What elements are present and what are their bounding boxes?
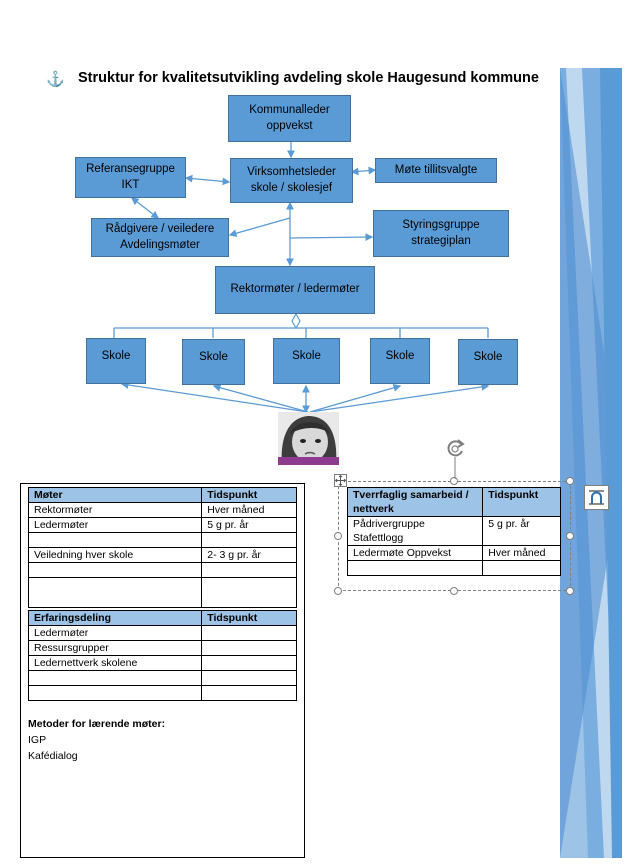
box-skole[interactable]: Skole: [86, 338, 146, 384]
anchor-icon[interactable]: ⚓: [46, 71, 65, 88]
rotate-handle-icon[interactable]: [443, 437, 467, 481]
box-skole[interactable]: Skole: [458, 339, 518, 385]
resize-handle[interactable]: [450, 477, 458, 485]
table-cell[interactable]: [27, 562, 203, 578]
column-header: Tidspunkt: [201, 610, 297, 626]
methods-block: Metoder for lærende møter: IGP Kafédialo…: [28, 716, 165, 764]
table-cell[interactable]: [201, 640, 297, 656]
table-cell[interactable]: [201, 577, 297, 608]
table-move-icon[interactable]: [334, 474, 347, 487]
box-kommunalleder[interactable]: Kommunalleder oppvekst: [228, 95, 351, 142]
table-cell[interactable]: [346, 560, 484, 576]
table-cell[interactable]: Ledermøter: [27, 517, 203, 533]
box-radgivere[interactable]: Rådgivere / veiledere Avdelingsmøter: [91, 218, 229, 257]
table-cell[interactable]: Hver måned: [482, 545, 561, 561]
table-cell[interactable]: Ressursgrupper: [27, 640, 203, 656]
table-cell[interactable]: Hver måned: [201, 502, 297, 518]
table-cell[interactable]: Pådrivergruppe Stafettlogg: [346, 516, 484, 546]
column-header: Erfaringsdeling: [27, 610, 203, 626]
table-cell[interactable]: [201, 562, 297, 578]
page-title: Struktur for kvalitetsutvikling avdeling…: [78, 70, 539, 86]
resize-handle[interactable]: [450, 587, 458, 595]
side-decoration: [560, 68, 622, 858]
resize-handle[interactable]: [566, 477, 574, 485]
table-cell[interactable]: [27, 670, 203, 686]
table-cell[interactable]: [201, 685, 297, 701]
resize-handle[interactable]: [566, 532, 574, 540]
cross-table: Tverrfaglig samarbeid / nettverk Tidspun…: [346, 487, 561, 576]
table-cell[interactable]: 5 g pr. år: [201, 517, 297, 533]
table-cell[interactable]: [27, 685, 203, 701]
table-cell[interactable]: Rektormøter: [27, 502, 203, 518]
box-styringsgruppe[interactable]: Styringsgruppe strategiplan: [373, 210, 509, 257]
methods-item: IGP: [28, 734, 47, 746]
child-photo: [278, 412, 339, 465]
experience-table: Erfaringsdeling Tidspunkt Ledermøter Res…: [27, 610, 297, 701]
methods-heading: Metoder for lærende møter:: [28, 718, 166, 730]
meetings-panel: [20, 483, 305, 858]
table-cell[interactable]: [27, 532, 203, 548]
box-skole[interactable]: Skole: [182, 339, 245, 385]
table-cell[interactable]: [201, 670, 297, 686]
table-cell[interactable]: [201, 655, 297, 671]
box-skole[interactable]: Skole: [273, 338, 340, 384]
meetings-table: Møter Tidspunkt Rektormøter Hver måned L…: [27, 487, 297, 608]
table-cell[interactable]: [482, 560, 561, 576]
table-cell[interactable]: [201, 532, 297, 548]
box-skole[interactable]: Skole: [370, 338, 430, 384]
table-cell[interactable]: Veiledning hver skole: [27, 547, 203, 563]
column-header: Tverrfaglig samarbeid / nettverk: [346, 487, 484, 517]
table-cell[interactable]: 2- 3 g pr. år: [201, 547, 297, 563]
layout-options-icon[interactable]: [584, 485, 609, 510]
box-rektormoter[interactable]: Rektormøter / ledermøter: [215, 266, 375, 314]
column-header: Møter: [27, 487, 203, 503]
resize-handle[interactable]: [334, 532, 342, 540]
table-cell[interactable]: Ledernettverk skolene: [27, 655, 203, 671]
column-header: Tidspunkt: [482, 487, 561, 517]
box-virksomhetsleder[interactable]: Virksomhetsleder skole / skolesjef: [230, 158, 353, 203]
table-cell[interactable]: Ledermøte Oppvekst: [346, 545, 484, 561]
resize-handle[interactable]: [334, 587, 342, 595]
box-mote-tillitsvalgte[interactable]: Møte tillitsvalgte: [375, 158, 497, 183]
table-cell[interactable]: [201, 625, 297, 641]
table-cell[interactable]: [27, 577, 203, 608]
box-referansegruppe[interactable]: Referansegruppe IKT: [75, 157, 186, 198]
table-cell[interactable]: Ledermøter: [27, 625, 203, 641]
resize-handle[interactable]: [566, 587, 574, 595]
column-header: Tidspunkt: [201, 487, 297, 503]
table-cell[interactable]: 5 g pr. år: [482, 516, 561, 546]
methods-item: Kafédialog: [28, 750, 78, 762]
